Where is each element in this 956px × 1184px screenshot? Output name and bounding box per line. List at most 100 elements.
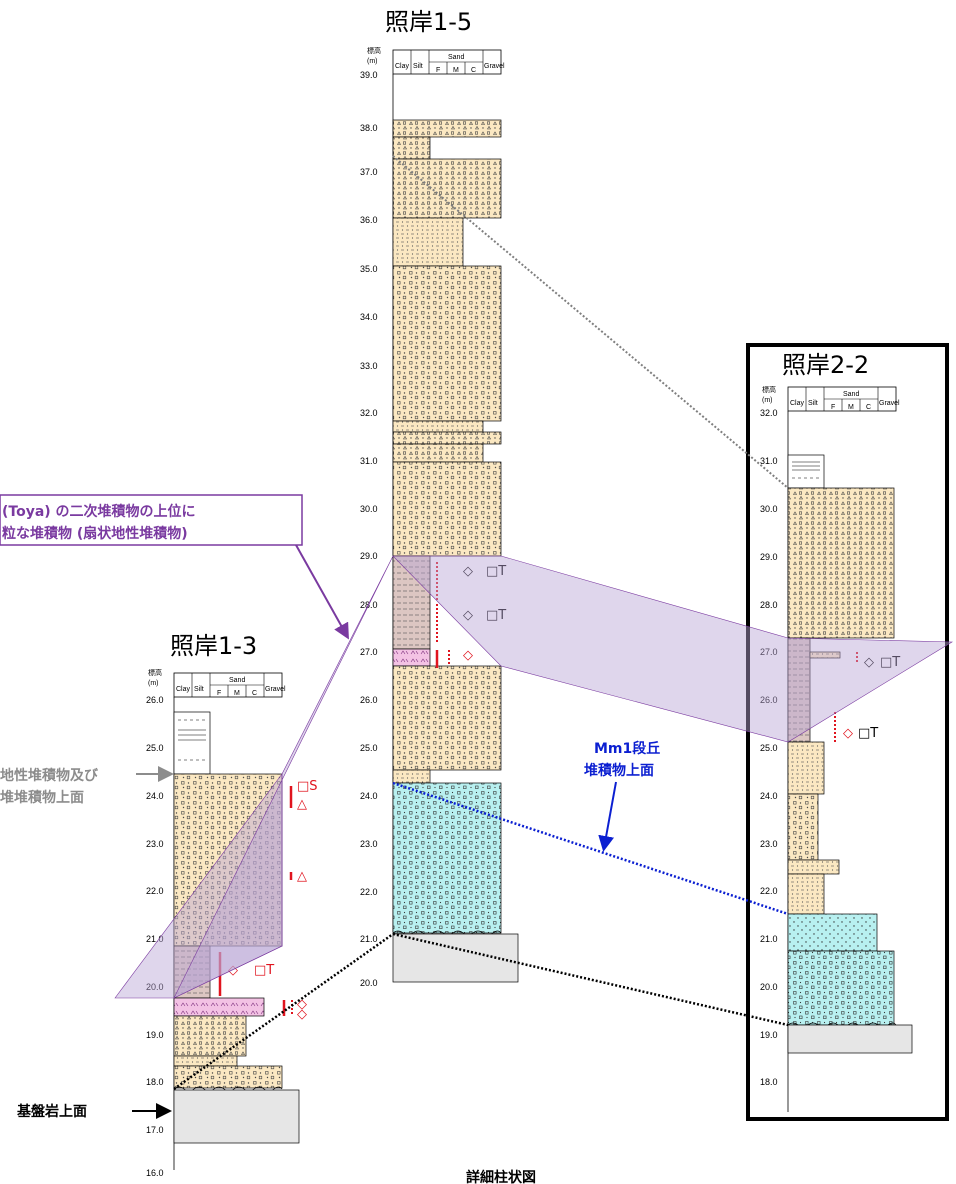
toya-note-box	[0, 494, 303, 546]
silt-label: Silt	[413, 63, 423, 70]
triangle-icon: △	[297, 869, 307, 884]
diamond-icon: ◇	[297, 1007, 307, 1022]
gravel-label: Gravel	[265, 686, 286, 693]
column-title: 照岸1-5	[385, 8, 472, 36]
coarse-label: C	[866, 404, 871, 411]
square-t-icon: □T	[486, 608, 506, 623]
tick: 20.0	[146, 982, 164, 992]
square-t-icon: □T	[858, 726, 878, 741]
fan-top-line1: 地性堆積物及び	[0, 767, 99, 784]
column-title: 照岸2-2	[782, 351, 869, 379]
gravel-label: Gravel	[879, 400, 900, 407]
sample-marks: ◇ □T ◇ □T ◇	[435, 562, 506, 668]
tick: 18.0	[760, 1077, 778, 1087]
mm1-line1: Mm1段丘	[594, 740, 660, 757]
square-t-icon: □T	[880, 655, 900, 670]
column-teragishi-1-5: 照岸1-5 標高 (m) Clay Silt Sand F M C Gravel…	[360, 8, 519, 988]
diamond-icon: ◇	[297, 997, 307, 1012]
bedrock-layer	[173, 1089, 300, 1144]
layer	[392, 420, 484, 433]
square-s-icon: □S	[297, 779, 318, 794]
medium-label: M	[234, 690, 240, 697]
tick: 22.0	[760, 886, 778, 896]
annotation-mm1: Mm1段丘 堆積物上面	[584, 740, 660, 852]
triangle-icon: △	[297, 797, 307, 812]
elevation-unit: (m)	[148, 680, 159, 687]
strata	[787, 454, 913, 1054]
tick: 23.0	[760, 839, 778, 849]
tick: 26.0	[146, 695, 164, 705]
tick: 36.0	[360, 215, 378, 225]
layer	[392, 461, 502, 557]
correlation-line-grey	[392, 155, 789, 489]
tick: 27.0	[760, 647, 778, 657]
layer	[787, 741, 825, 795]
elevation-label: 標高	[148, 668, 162, 677]
diamond-icon: ◇	[864, 655, 874, 670]
layer	[392, 431, 502, 445]
tick: 20.0	[360, 978, 378, 988]
correlation-overlays	[114, 155, 954, 1091]
elevation-label: 標高	[762, 385, 776, 394]
bedrock-layer	[392, 933, 519, 983]
tick: 25.0	[146, 743, 164, 753]
annotation-bedrock: 基盤岩上面	[17, 1103, 172, 1120]
tick: 24.0	[760, 791, 778, 801]
tick: 27.0	[360, 647, 378, 657]
tick: 32.0	[360, 408, 378, 418]
sample-marks: ◇ □T ◇ □T	[834, 652, 900, 742]
diamond-icon: ◇	[228, 963, 238, 978]
bedrock-label: 基盤岩上面	[17, 1103, 87, 1120]
layer	[787, 454, 825, 489]
tick: 30.0	[360, 504, 378, 514]
layer	[392, 265, 502, 422]
terrace-top-line	[392, 781, 789, 916]
layer	[392, 665, 502, 771]
square-t-icon: □T	[254, 963, 274, 978]
tick: 21.0	[146, 934, 164, 944]
layer	[173, 1055, 238, 1067]
column-title: 照岸1-3	[170, 632, 257, 660]
layer	[392, 217, 464, 267]
diamond-icon: ◇	[843, 726, 853, 741]
toya-note-line2: 粒な堆積物 (扇状地性堆積物)	[2, 525, 188, 542]
tick: 28.0	[760, 600, 778, 610]
tick: 29.0	[760, 552, 778, 562]
tephra-layer	[392, 648, 431, 667]
layer	[392, 769, 431, 784]
tick-labels: 39.0 38.0 37.0 36.0 35.0 34.0 33.0 32.0 …	[360, 70, 378, 988]
tick: 24.0	[146, 791, 164, 801]
terrace-layer	[392, 782, 502, 934]
tick: 26.0	[360, 695, 378, 705]
layer	[392, 158, 502, 219]
tick: 35.0	[360, 264, 378, 274]
fine-label: F	[217, 690, 221, 697]
diamond-icon: ◇	[463, 564, 473, 579]
tephra-layer	[173, 997, 265, 1017]
tick: 19.0	[146, 1030, 164, 1040]
tick-labels: 32.0 31.0 30.0 29.0 28.0 27.0 26.0 25.0 …	[760, 408, 778, 1087]
tick: 37.0	[360, 167, 378, 177]
elevation-unit: (m)	[367, 58, 378, 65]
layer	[809, 651, 841, 659]
diamond-icon: ◇	[463, 648, 473, 663]
diamond-icon: ◇	[463, 608, 473, 623]
mm1-arrow	[598, 781, 617, 852]
terrace-layer	[787, 913, 878, 952]
mm1-line2: 堆積物上面	[584, 762, 654, 779]
tick: 23.0	[360, 839, 378, 849]
tick: 23.0	[146, 839, 164, 849]
grain-size-header: Clay Silt Sand F M C Gravel	[392, 49, 505, 75]
elevation-label: 標高	[367, 46, 381, 55]
silt-label: Silt	[808, 400, 818, 407]
terrace-layer	[787, 950, 895, 1026]
medium-label: M	[453, 67, 459, 74]
strata	[173, 711, 300, 1144]
tick: 39.0	[360, 70, 378, 80]
sample-marks: □S △ △ ◇ □T ◇ ◇	[218, 779, 318, 1022]
annotation-fan-top: 地性堆積物及び 堆堆積物上面	[0, 766, 174, 806]
strata	[392, 119, 519, 983]
layer	[787, 793, 819, 861]
tick: 38.0	[360, 123, 378, 133]
